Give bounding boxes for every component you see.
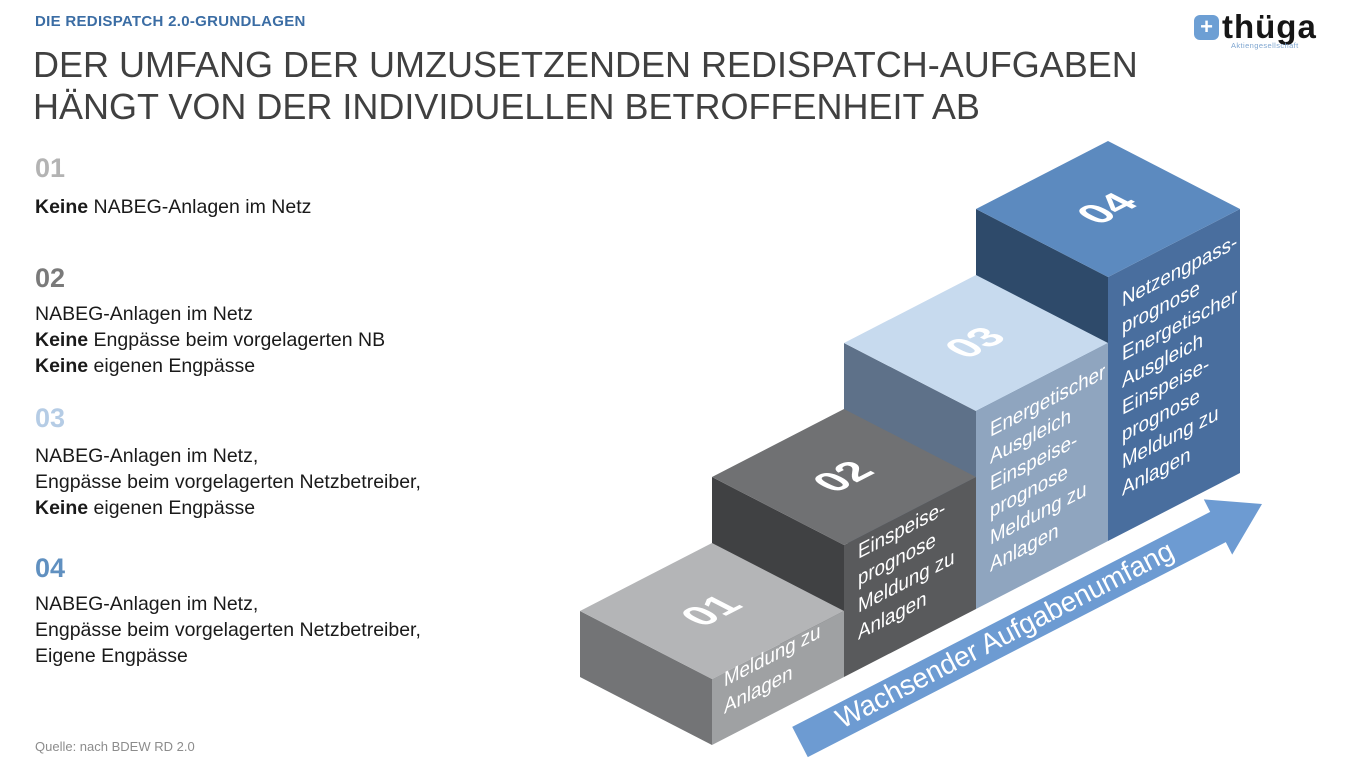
list-item-04: 04 xyxy=(35,553,535,583)
logo-plus-icon: + xyxy=(1194,15,1219,40)
logo-subtitle: Aktiengesellschaft xyxy=(1231,41,1299,50)
growth-arrow-shape xyxy=(792,499,1262,758)
item-number: 04 xyxy=(35,553,66,583)
step-02-right-face xyxy=(844,477,976,677)
list-item-03: 03 xyxy=(35,403,535,433)
logo-brand-text: thüga xyxy=(1222,8,1317,45)
step-03: 03 Energetischer Ausgleich Einspeise- pr… xyxy=(844,275,1108,609)
step-01-top-face xyxy=(580,543,844,679)
title-line-1: DER UMFANG DER UMZUSETZENDEN REDISPATCH-… xyxy=(33,44,1138,85)
step-02: 02 Einspeise- prognose Meldung zu Anlage… xyxy=(712,409,976,677)
list-item-01: 01 xyxy=(35,153,535,183)
company-logo: + thüga Aktiengesellschaft xyxy=(1194,8,1344,50)
step-03-top-face xyxy=(844,275,1108,411)
step-01-left-face xyxy=(580,611,712,745)
list-item-02-text: NABEG-Anlagen im Netz Keine Engpässe bei… xyxy=(35,303,386,377)
item-number: 03 xyxy=(35,403,66,433)
list-item-02: 02 xyxy=(35,263,535,293)
title-line-2: HÄNGT VON DER INDIVIDUELLEN BETROFFENHEI… xyxy=(33,86,980,127)
page-title: DER UMFANG DER UMZUSETZENDEN REDISPATCH-… xyxy=(33,44,1213,128)
staircase-diagram: Wachsender Aufgabenumfang 04 Netzengpass… xyxy=(580,141,1262,758)
step-02-top-face xyxy=(712,409,976,545)
item-number: 02 xyxy=(35,263,66,293)
step-04-right-face xyxy=(1108,209,1240,541)
step-04-top-face xyxy=(976,141,1240,277)
source-note: Quelle: nach BDEW RD 2.0 xyxy=(35,739,195,754)
step-01-right-face xyxy=(712,611,844,745)
step-03-right-face xyxy=(976,343,1108,609)
kicker: DIE REDISPATCH 2.0-GRUNDLAGEN xyxy=(35,13,306,30)
list-item-01-text: Keine NABEG-Anlagen im Netz xyxy=(35,196,312,218)
item-number: 01 xyxy=(35,153,66,183)
step-01: 01 Meldung zu Anlagen xyxy=(580,543,844,745)
list-item-04-text: NABEG-Anlagen im Netz, Engpässe beim vor… xyxy=(35,593,421,667)
list-item-03-text: NABEG-Anlagen im Netz, Engpässe beim vor… xyxy=(35,445,421,519)
